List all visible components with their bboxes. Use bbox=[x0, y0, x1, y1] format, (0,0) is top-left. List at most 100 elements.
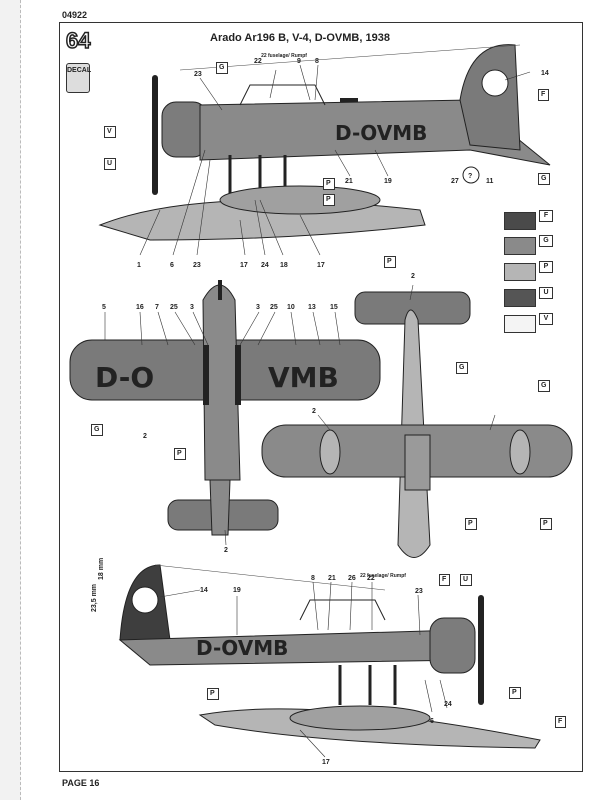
color-tag-g: G bbox=[216, 62, 229, 74]
color-tag-code: P bbox=[177, 450, 182, 457]
callout: 17 bbox=[322, 759, 330, 766]
color-tag-p: P bbox=[323, 194, 335, 206]
callout: 26 bbox=[348, 575, 356, 582]
swatch-label-f: F bbox=[539, 210, 553, 222]
color-tag-u: U bbox=[104, 158, 117, 170]
callout: 3 bbox=[190, 304, 194, 311]
callout: 19 bbox=[384, 178, 392, 185]
binding-strip bbox=[0, 0, 21, 800]
page-frame bbox=[59, 22, 583, 772]
color-tag-code: P bbox=[543, 520, 548, 527]
color-tag-g: G bbox=[538, 173, 551, 185]
page-title: Arado Ar196 B, V-4, D-OVMB, 1938 bbox=[210, 32, 390, 44]
callout: 22 bbox=[367, 575, 375, 582]
color-tag-code: F bbox=[558, 718, 563, 725]
registration-upper-right: VMB bbox=[268, 361, 339, 394]
color-tag-g: G bbox=[538, 380, 551, 392]
swatch-p bbox=[504, 263, 536, 281]
callout: 2 bbox=[312, 408, 316, 415]
registration-upper-left: D-O bbox=[95, 361, 154, 394]
callout: 3 bbox=[256, 304, 260, 311]
color-tag-code: P bbox=[210, 690, 215, 697]
swatch-v bbox=[504, 315, 536, 333]
plan-view-top bbox=[69, 280, 381, 536]
swatch-g bbox=[504, 237, 536, 255]
callout: 2 bbox=[143, 433, 147, 440]
help-marker: ? bbox=[468, 173, 472, 180]
callout: 8 bbox=[311, 575, 315, 582]
color-tag-code: P bbox=[326, 180, 331, 187]
callout: 10 bbox=[287, 304, 295, 311]
callout: 17 bbox=[240, 262, 248, 269]
swatch-u bbox=[504, 289, 536, 307]
callout: 2 bbox=[411, 273, 415, 280]
callout: 6 bbox=[170, 262, 174, 269]
registration-side-bottom: D-OVMB bbox=[196, 636, 288, 660]
color-tag-f: F bbox=[439, 574, 451, 586]
callouts-side-bottom: 8 21 26 22 23 14 19 24 6 17 bbox=[200, 575, 452, 766]
swatch-label-u: U bbox=[539, 287, 553, 299]
swatch-f bbox=[504, 212, 536, 230]
decal-badge-label: DECAL bbox=[67, 67, 92, 74]
color-tag-f: F bbox=[538, 89, 550, 101]
callout: 11 bbox=[486, 178, 494, 185]
color-tag-code: G bbox=[541, 382, 547, 389]
color-tag-code: U bbox=[107, 160, 113, 167]
color-tag-f: F bbox=[555, 716, 567, 728]
callouts-plan: 5 16 7 25 3 3 25 10 13 15 2 2 2 2 bbox=[102, 273, 415, 554]
leader-lines bbox=[104, 64, 531, 758]
callout: 1 bbox=[137, 262, 141, 269]
callout: 27 bbox=[451, 178, 459, 185]
side-view-top bbox=[98, 44, 551, 241]
callout: 25 bbox=[270, 304, 278, 311]
color-tag-u: U bbox=[460, 574, 473, 586]
callout: 5 bbox=[102, 304, 106, 311]
callout: 19 bbox=[233, 587, 241, 594]
callout: 22 bbox=[254, 58, 262, 65]
callout: 21 bbox=[328, 575, 336, 582]
color-tag-code: F bbox=[541, 91, 546, 98]
registration-side-top: D-OVMB bbox=[335, 121, 427, 145]
callout: 24 bbox=[444, 701, 452, 708]
color-tag-p: P bbox=[384, 256, 396, 268]
side-view-bottom bbox=[118, 564, 541, 749]
callout: 15 bbox=[330, 304, 338, 311]
color-tag-g: G bbox=[456, 362, 469, 374]
color-tag-code: G bbox=[94, 426, 100, 433]
callout: 14 bbox=[200, 587, 208, 594]
color-tag-code: F bbox=[442, 576, 447, 583]
color-tag-g: G bbox=[91, 424, 104, 436]
callout: 23 bbox=[415, 588, 423, 595]
decal-badge: DECAL bbox=[66, 63, 92, 93]
dimension-a: 23,5 mm bbox=[91, 584, 98, 612]
color-tag-p: P bbox=[509, 687, 521, 699]
callout: 21 bbox=[345, 178, 353, 185]
color-tag-p: P bbox=[323, 178, 335, 190]
help-icon bbox=[462, 166, 480, 184]
callout: 6 bbox=[430, 718, 434, 725]
callout: 23 bbox=[193, 262, 201, 269]
callout: 16 bbox=[136, 304, 144, 311]
color-tag-code: P bbox=[468, 520, 473, 527]
step-number: 64 bbox=[65, 27, 91, 54]
color-tag-code: G bbox=[219, 64, 225, 71]
callout: 2 bbox=[224, 547, 228, 554]
dimension-b: 18 mm bbox=[98, 558, 105, 580]
swatch-label-g: G bbox=[539, 235, 553, 247]
fuselage-note-top: 22 fuselage/ Rumpf bbox=[261, 53, 307, 59]
callout: 17 bbox=[317, 262, 325, 269]
fuselage-note-bottom: 22 fuselage/ Rumpf bbox=[360, 573, 406, 579]
callout: 14 bbox=[541, 70, 549, 77]
color-tag-code: G bbox=[459, 364, 465, 371]
callout: 13 bbox=[308, 304, 316, 311]
color-tag-code: U bbox=[463, 576, 469, 583]
color-tag-v: V bbox=[104, 126, 116, 138]
callout: 25 bbox=[170, 304, 178, 311]
callout: 8 bbox=[315, 58, 319, 65]
swatch-label-v: V bbox=[539, 313, 553, 325]
callout: 18 bbox=[280, 262, 288, 269]
callout: 9 bbox=[297, 58, 301, 65]
page-number: PAGE 16 bbox=[62, 778, 100, 788]
swatch-label-p: P bbox=[539, 261, 553, 273]
